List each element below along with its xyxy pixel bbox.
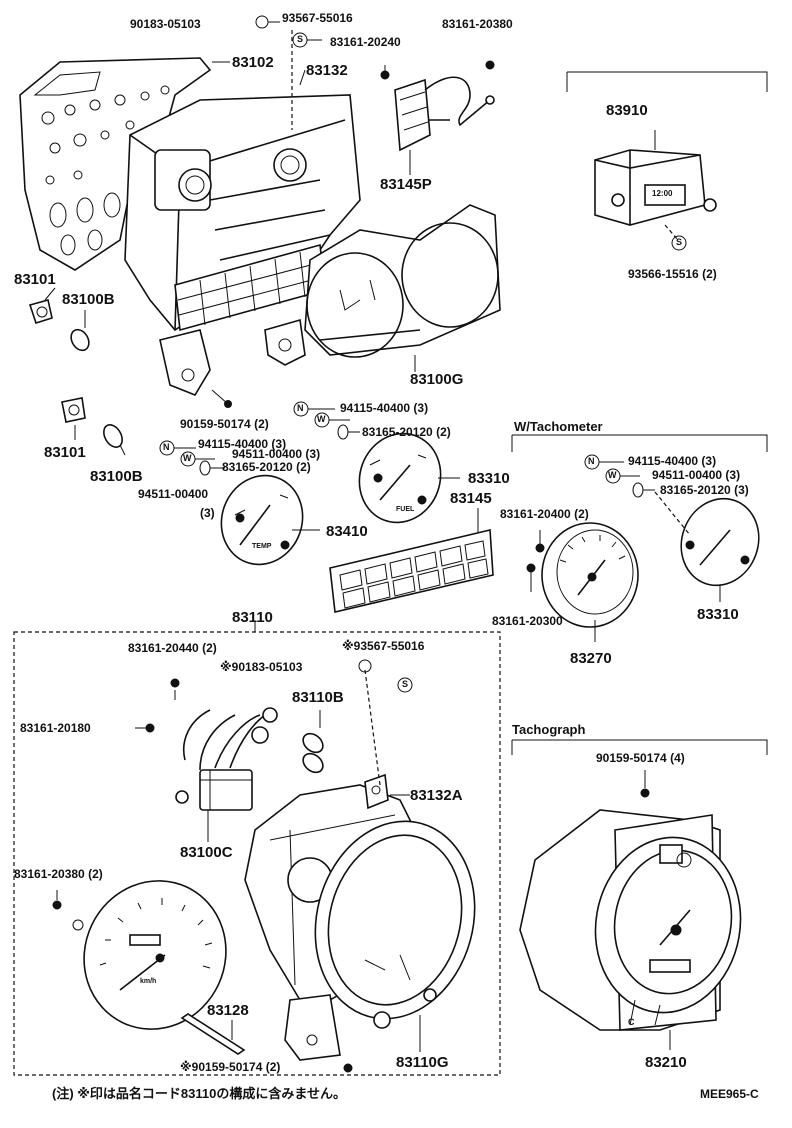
label-83102: 83102 [232,54,274,71]
clock-display: 12:00 [652,189,673,198]
label-94511-00400-a: 94511-00400 (3) [232,447,321,461]
temp-gauge-83410 [220,474,304,566]
socket-bulb-group-b [61,397,123,448]
label-83132: 83132 [306,62,348,79]
fuel-gauge-text: FUEL [396,506,415,513]
label-83161-20380-b: 83161-20380 (2) [14,867,103,881]
label-83145: 83145 [450,490,492,507]
section-tachograph: Tachograph [512,722,586,737]
marker-s-3: S [402,679,409,689]
label-83100B-a: 83100B [62,291,115,308]
diagram-code: MEE965-C [700,1087,759,1101]
label-83165-20120-b: 83165-20120 (2) [222,460,311,474]
indicator-plate-83145 [329,529,494,613]
label-83161-20300: 83161-20300 [492,614,563,628]
label-83210: 83210 [645,1054,687,1071]
fastener-markers [159,15,687,693]
label-83145P: 83145P [380,176,432,193]
face-plate-83100G [304,204,501,358]
label-83101-b: 83101 [44,444,86,461]
label-83110G: 83110G [396,1054,449,1071]
wiring-connector-83145P [380,60,495,152]
marker-w-2: W [183,453,192,463]
label-83161-20380-top: 83161-20380 [442,17,513,31]
fuel-gauge-83310-tach [680,497,760,587]
speedometer-dial [52,880,227,1030]
label-83128: 83128 [207,1002,249,1019]
marker-n-2: N [163,442,170,452]
wiring-harness-83100C [145,678,278,811]
label-83161-20440: 83161-20440 (2) [128,641,217,655]
meter-case-83132 [124,94,361,396]
shaft-83128 [180,1013,246,1055]
marker-n-3: N [588,456,595,466]
bulbs-83110B [302,732,324,774]
label-94511-00400-c: 94511-00400 (3) [652,468,741,482]
label-83310-a: 83310 [468,470,510,487]
label-83165-20120-c: 83165-20120 (3) [660,483,749,497]
lens-83110G [314,820,476,1029]
label-83161-20400: 83161-20400 (2) [500,507,589,521]
temp-gauge-text: TEMP [252,543,272,550]
label-x93567-55016: ※93567-55016 [342,639,425,653]
tachograph-c-mark: C [628,1017,635,1027]
label-83100C: 83100C [180,844,233,861]
label-93566-15516: 93566-15516 (2) [628,267,717,281]
label-83910: 83910 [606,102,648,119]
tachograph-83210 [519,809,742,1031]
socket-bulb-group-a [28,299,90,352]
marker-s-2: S [676,237,683,247]
tachometer-83270 [541,522,639,628]
marker-w-3: W [608,470,617,480]
marker-w-1: W [317,414,326,424]
label-94115-40400-a: 94115-40400 (3) [340,401,429,415]
marker-n-1: N [297,403,304,413]
label-94115-40400-b: 94115-40400 (3) [198,437,287,451]
label-83310-b: 83310 [697,606,739,623]
label-83101-a: 83101 [14,271,56,288]
label-94115-40400-c: 94115-40400 (3) [628,454,717,468]
marker-s-1: S [297,34,304,44]
label-90159-50174-a: 90159-50174 (2) [180,417,269,431]
label-83110: 83110 [232,609,273,626]
label-83161-20240: 83161-20240 [330,35,401,49]
printed-circuit-plate-83102 [19,57,212,271]
label-83270: 83270 [570,650,612,667]
speedometer-unit: km/h [140,978,157,985]
label-83110B: 83110B [292,689,344,706]
label-x90159-50174: ※90159-50174 (2) [180,1060,281,1074]
section-w-tachometer: W/Tachometer [514,419,603,434]
label-83165-20120-a: 83165-20120 (2) [362,425,451,439]
label-90159-50174-4: 90159-50174 (4) [596,751,685,765]
clock-83910 [594,149,717,226]
label-90183-05103: 90183-05103 [130,17,201,31]
label-94511-00400-b: 94511-00400 [138,487,209,501]
label-83100B-b: 83100B [90,468,143,485]
label-83161-20180: 83161-20180 [20,721,91,735]
label-83100G: 83100G [410,371,464,388]
label-qty-3: (3) [200,506,215,520]
label-83132A: 83132A [410,787,463,804]
footnote: (注) ※印は品名コード83110の構成に含みません。 [52,1086,346,1101]
label-x90183-05103: ※90183-05103 [220,660,303,674]
label-93567-55016: 93567-55016 [282,11,353,25]
fuel-gauge-83310 [358,432,442,524]
label-83410: 83410 [326,523,368,540]
